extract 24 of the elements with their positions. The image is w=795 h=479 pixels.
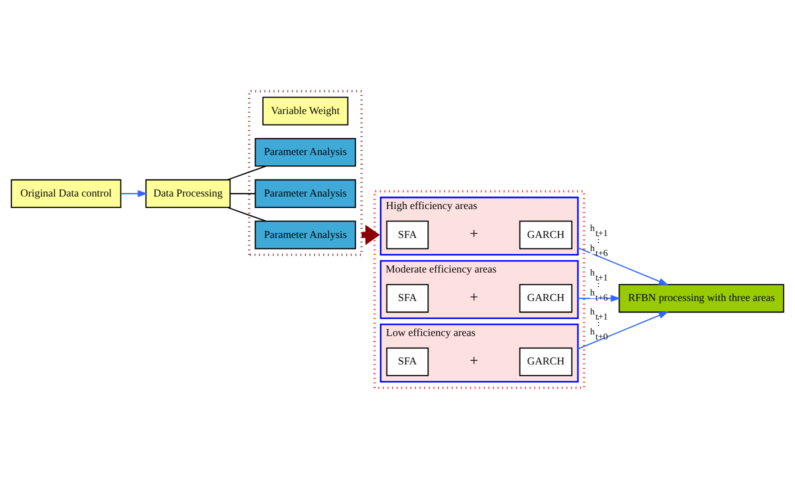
node-box: GARCH [519, 348, 572, 376]
node-box: GARCH [519, 220, 572, 250]
arrow [578, 247, 669, 286]
cluster [248, 90, 363, 256]
arrow [578, 312, 669, 350]
node-box: SFA [386, 284, 429, 313]
node-box: RFBN processing with three areas [618, 284, 784, 313]
node-box: Data Processing [145, 179, 231, 208]
arrow [121, 190, 148, 198]
node-box: Parameter Analysis [254, 138, 356, 167]
label: + [470, 289, 478, 306]
node-box: SFA [386, 220, 429, 250]
node-box: Original Data control [10, 179, 122, 208]
connector [230, 193, 256, 194]
cluster [373, 190, 586, 389]
node-box: Parameter Analysis [254, 220, 356, 250]
node-box: SFA [386, 348, 429, 376]
node-box: Variable Weight [262, 96, 348, 126]
connector [227, 206, 266, 222]
label: + [470, 352, 478, 370]
connector [227, 166, 266, 180]
label: + [470, 226, 478, 243]
node-box: GARCH [519, 284, 572, 313]
node-box: Parameter Analysis [254, 179, 356, 208]
